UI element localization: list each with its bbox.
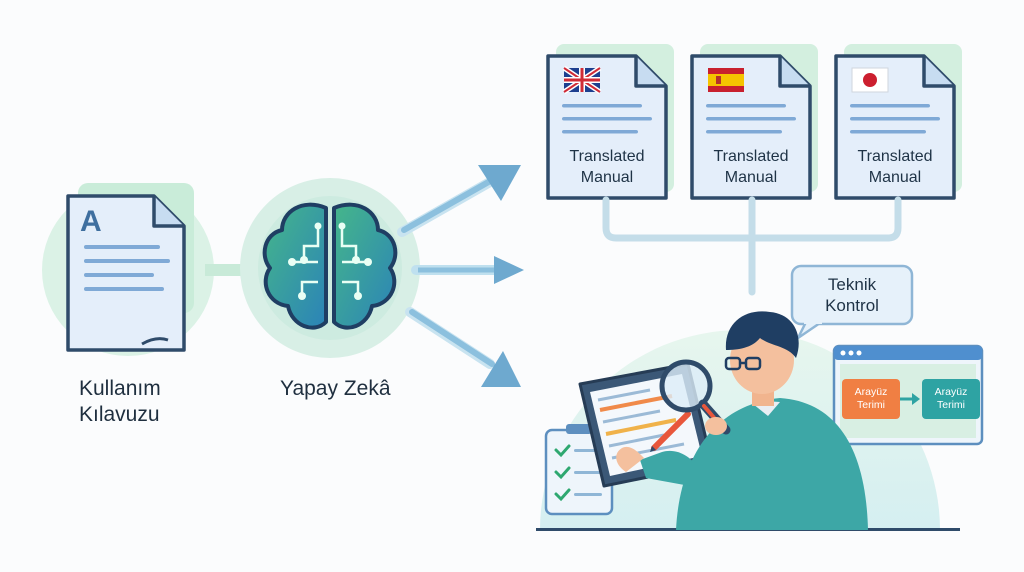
output-es-line2: Manual (724, 169, 778, 186)
document-glyph: A (80, 205, 102, 238)
brain-icon (262, 202, 398, 330)
check-icon (554, 444, 571, 458)
translation-arrows (397, 165, 524, 387)
arrow-right-icon (900, 393, 920, 405)
terminology-window (832, 344, 984, 446)
output-document-jp (834, 44, 962, 200)
output-jp-text: Translated Manual (836, 146, 954, 188)
spain-flag-icon (708, 68, 744, 92)
ai-brain (240, 178, 420, 358)
japan-flag-icon (851, 67, 889, 93)
review-scene (536, 264, 984, 531)
arrow-up (397, 165, 521, 237)
document-icon (66, 194, 186, 352)
output-uk-line2: Manual (580, 169, 634, 186)
glasses-icon (724, 356, 762, 371)
magnifier-icon (659, 359, 731, 435)
output-jp-line2: Manual (868, 169, 922, 186)
output-jp-line1: Translated (857, 148, 933, 165)
source-label-line2: Kılavuzu (79, 403, 160, 426)
output-es-line1: Translated (713, 148, 789, 165)
arrow-down (405, 307, 521, 387)
speech-bubble-line2: Kontrol (825, 296, 879, 315)
source-document (42, 183, 214, 356)
output-document-uk (546, 44, 674, 200)
output-connector (602, 196, 902, 296)
source-label-line1: Kullanım (79, 377, 161, 400)
ai-label: Yapay Zekâ (280, 377, 391, 400)
output-uk-text: Translated Manual (548, 146, 666, 188)
term-source-badge: Arayüz Terimi (842, 379, 900, 419)
pen-icon (650, 411, 691, 452)
speech-bubble (790, 264, 914, 340)
check-icon (554, 466, 571, 480)
speech-bubble-text: Teknik Kontrol (792, 274, 912, 316)
output-es-text: Translated Manual (692, 146, 810, 188)
check-icon (554, 488, 571, 502)
output-document-es (690, 44, 818, 200)
term-target-badge: Arayüz Terimi (922, 379, 980, 419)
uk-flag-icon (562, 65, 602, 95)
output-uk-line1: Translated (569, 148, 645, 165)
arrow-middle (411, 256, 524, 284)
speech-bubble-line1: Teknik (827, 275, 877, 294)
